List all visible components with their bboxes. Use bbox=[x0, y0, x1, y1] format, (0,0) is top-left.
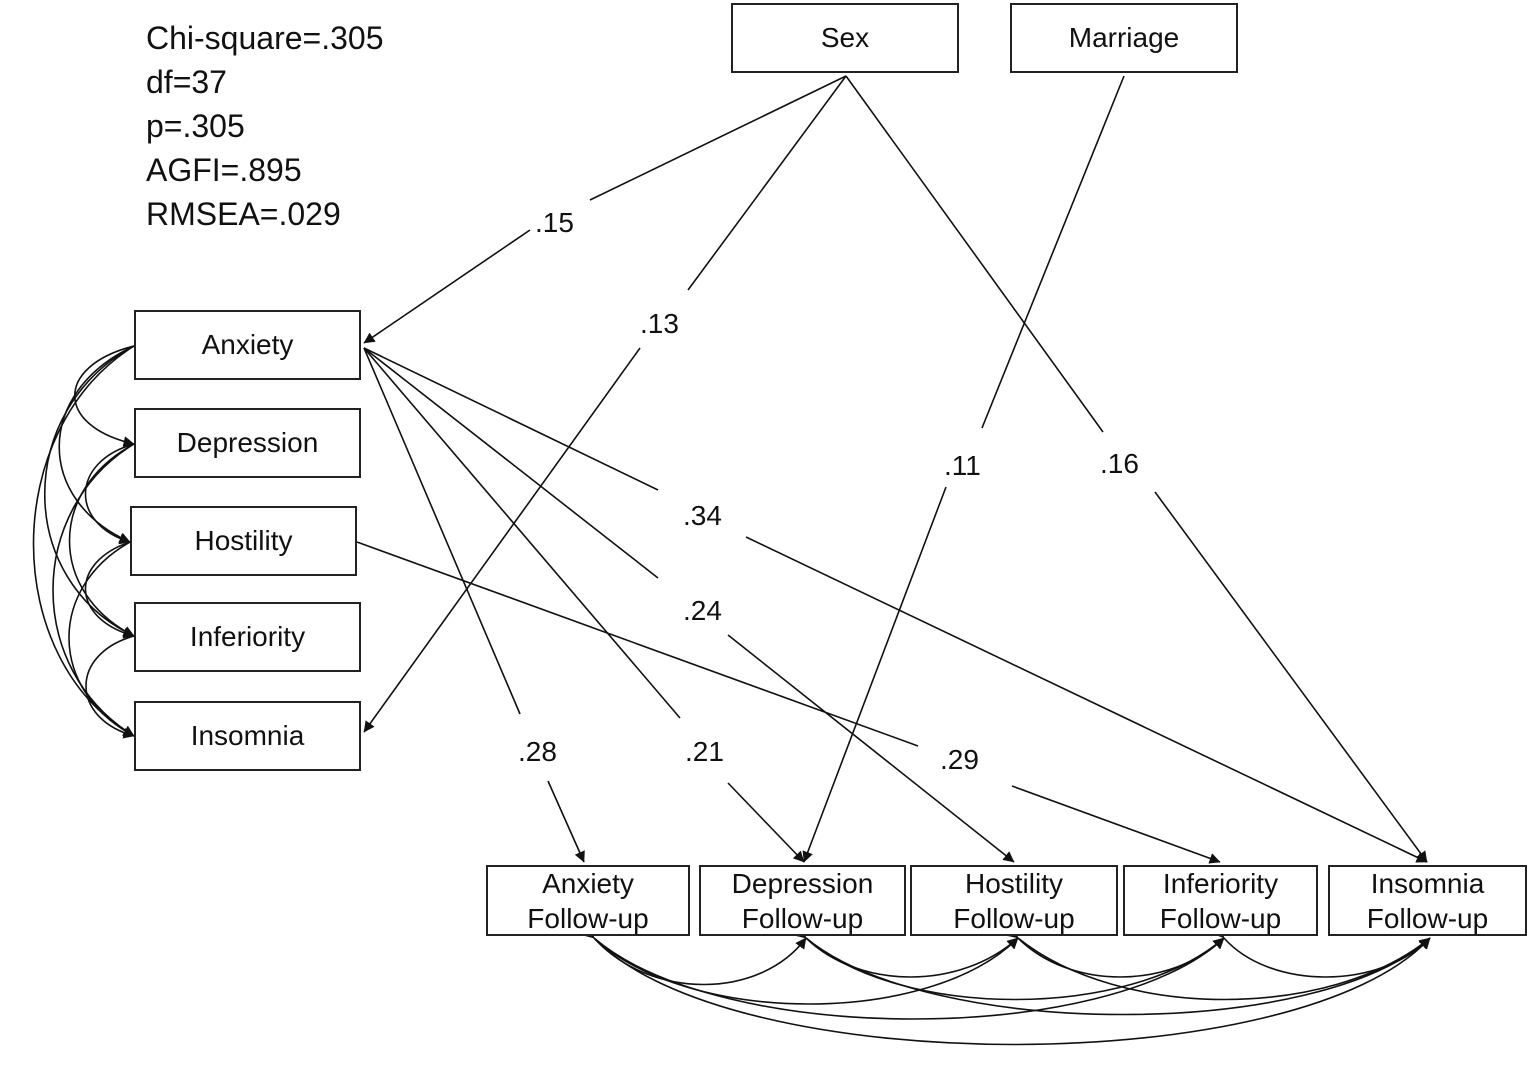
chi-square-stat: Chi-square=.305 bbox=[146, 20, 384, 56]
node-inferiority-label: Inferiority bbox=[189, 621, 306, 652]
path-marriage-depression-fu bbox=[804, 75, 1125, 862]
cov-anxfu-inffu bbox=[582, 927, 1225, 1020]
node-insomnia-followup: Insomnia Follow-up bbox=[1328, 865, 1527, 936]
node-marriage-label: Marriage bbox=[1068, 22, 1180, 53]
node-anxiety-label: Anxiety bbox=[201, 329, 294, 360]
coef-anxiety-insomnia-fu: .34 bbox=[683, 500, 722, 531]
cov-anxiety-depression bbox=[74, 338, 146, 448]
fit-statistics: Chi-square=.305 df=37 p=.305 AGFI=.895 R… bbox=[146, 16, 383, 236]
node-insomnia-label: Insomnia bbox=[190, 720, 305, 751]
agfi-stat: AGFI=.895 bbox=[146, 152, 302, 188]
node-inferiority-followup-line2: Follow-up bbox=[1159, 902, 1282, 934]
node-anxiety-followup-line1: Anxiety bbox=[542, 867, 634, 899]
cov-hosfu-inffu bbox=[1006, 926, 1225, 978]
path-sex-insomnia bbox=[364, 75, 847, 732]
cov-hosfu-insfu bbox=[1006, 927, 1431, 1001]
node-inferiority-followup: Inferiority Follow-up bbox=[1123, 865, 1318, 936]
node-depression-followup: Depression Follow-up bbox=[699, 865, 906, 936]
df-stat: df=37 bbox=[146, 64, 227, 100]
node-depression: Depression bbox=[134, 408, 361, 478]
node-inferiority: Inferiority bbox=[134, 602, 361, 672]
node-hostility-label: Hostility bbox=[194, 525, 293, 556]
node-depression-followup-line1: Depression bbox=[731, 867, 874, 899]
path-hostility-inferiority-fu bbox=[356, 541, 1220, 862]
node-depression-followup-line2: Follow-up bbox=[741, 902, 864, 934]
cov-anxfu-insfu bbox=[582, 926, 1431, 1046]
node-insomnia-followup-line1: Insomnia bbox=[1370, 867, 1485, 899]
node-insomnia: Insomnia bbox=[134, 701, 361, 771]
cov-anxiety-insomnia bbox=[32, 335, 146, 737]
path-anxiety-hostility-fu bbox=[363, 347, 1014, 862]
path-anxiety-anxiety-fu bbox=[363, 347, 584, 862]
node-anxiety-followup: Anxiety Follow-up bbox=[486, 865, 690, 936]
node-anxiety-followup-line2: Follow-up bbox=[527, 902, 649, 934]
cov-inferiority-insomnia bbox=[85, 627, 146, 739]
p-stat: p=.305 bbox=[146, 108, 245, 144]
node-hostility-followup: Hostility Follow-up bbox=[910, 865, 1118, 936]
path-sex-anxiety bbox=[364, 75, 847, 343]
coef-anxiety-anxiety-fu: .28 bbox=[518, 736, 557, 767]
coef-anxiety-depression-fu: .21 bbox=[685, 736, 724, 767]
node-inferiority-followup-line1: Inferiority bbox=[1162, 867, 1279, 899]
node-hostility-followup-line2: Follow-up bbox=[953, 902, 1075, 934]
cov-depfu-insfu bbox=[794, 927, 1431, 1016]
node-sex: Sex bbox=[731, 3, 959, 73]
path-sex-insomnia-fu bbox=[845, 75, 1427, 862]
coef-sex-insomnia: .13 bbox=[640, 308, 679, 339]
coef-anxiety-hostility-fu: .24 bbox=[683, 595, 722, 626]
cov-inffu-insfu bbox=[1212, 926, 1431, 978]
node-insomnia-followup-line2: Follow-up bbox=[1366, 902, 1489, 934]
coef-hostility-inferiority-fu: .29 bbox=[940, 744, 979, 775]
cov-depfu-inffu bbox=[794, 926, 1225, 1001]
cov-depression-inferiority bbox=[68, 434, 146, 637]
node-hostility: Hostility bbox=[130, 506, 357, 576]
cov-hostility-insomnia bbox=[68, 532, 142, 737]
coef-sex-anxiety: .15 bbox=[535, 207, 574, 238]
path-anxiety-depression-fu bbox=[363, 347, 804, 862]
node-depression-label: Depression bbox=[176, 427, 319, 458]
node-anxiety: Anxiety bbox=[134, 310, 361, 380]
coef-sex-insomnia-fu: .16 bbox=[1100, 448, 1139, 479]
coef-marriage-depression-fu: .11 bbox=[944, 450, 981, 481]
node-marriage: Marriage bbox=[1010, 3, 1238, 73]
cov-depfu-hosfu bbox=[794, 926, 1019, 978]
rmsea-stat: RMSEA=.029 bbox=[146, 196, 341, 232]
cov-depression-hostility bbox=[84, 435, 146, 545]
cov-anxfu-hosfu bbox=[582, 926, 1019, 1005]
node-sex-label: Sex bbox=[820, 22, 870, 53]
path-anxiety-insomnia-fu bbox=[363, 347, 1427, 862]
node-hostility-followup-line1: Hostility bbox=[964, 867, 1063, 899]
cov-depression-insomnia bbox=[52, 433, 146, 737]
cov-anxiety-inferiority bbox=[44, 336, 146, 637]
cov-hostility-inferiority bbox=[84, 533, 142, 639]
